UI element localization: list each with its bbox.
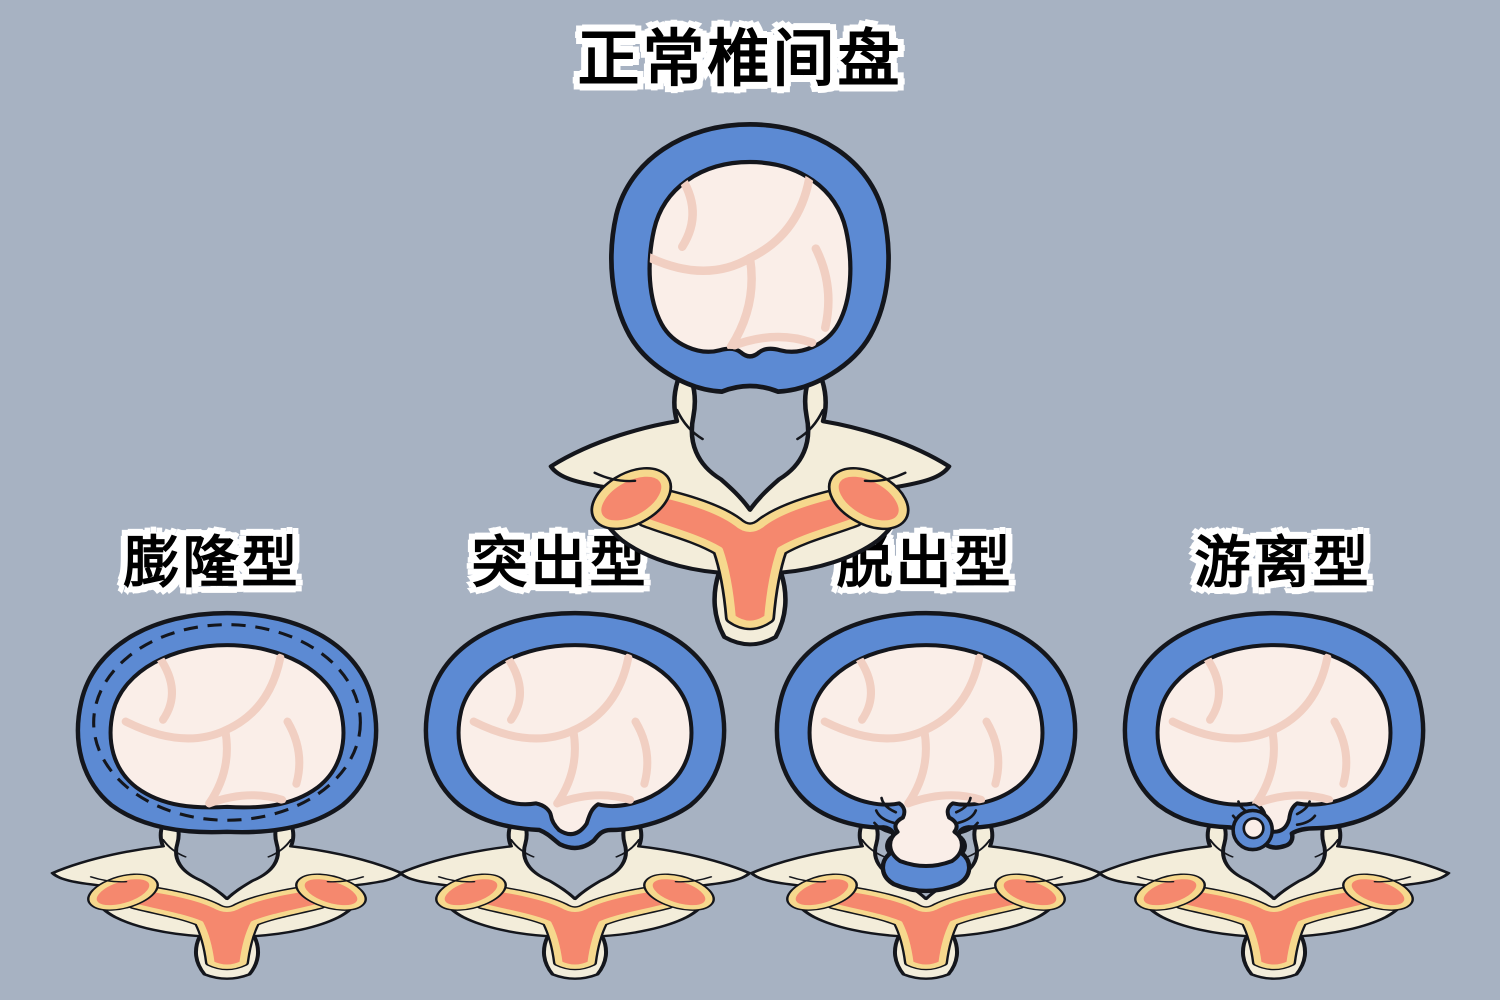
- figure-normal-disc: [540, 105, 960, 665]
- figure-label-sequestration: 游离型: [1194, 531, 1372, 596]
- torn-fiber-waves: [873, 796, 979, 835]
- figure-bulging-disc: [37, 598, 417, 998]
- free-fragment-core: [1242, 817, 1265, 840]
- free-fragment: [1231, 808, 1275, 852]
- figure-label-bulging: 膨隆型: [123, 531, 301, 596]
- figure-sequestration-disc: [1084, 598, 1464, 998]
- bulging-vertebra: [53, 813, 402, 979]
- figure-protrusion-disc: [385, 598, 765, 998]
- figure-label-protrusion: 突出型: [471, 531, 649, 596]
- nucleus-crack-lines: [649, 169, 833, 351]
- figure-extrusion-disc: [736, 598, 1116, 998]
- dashed-original-contour: [92, 623, 362, 822]
- figure-title-normal: 正常椎间盘: [577, 22, 903, 95]
